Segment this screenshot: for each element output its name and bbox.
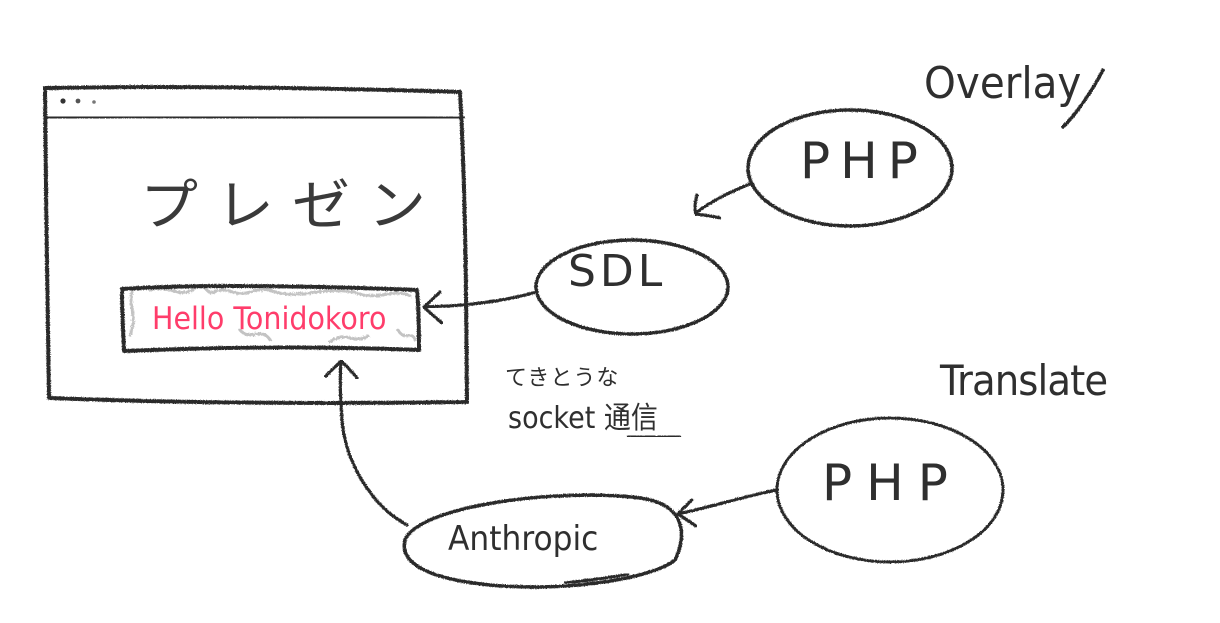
window-dot-icon (92, 100, 96, 104)
overlay-caption: Overlay (924, 58, 1082, 109)
window-dot-icon (75, 98, 81, 104)
php-overlay-node-shape (746, 108, 954, 228)
sdl-node-shape (534, 238, 730, 336)
subtitle-overlay-box (120, 284, 421, 353)
slide-title: プレゼン (140, 173, 445, 238)
anthropic-node-shape (402, 493, 684, 589)
edge-php-overlay-to-sdl (693, 181, 754, 220)
edge-sdl-to-subtitle (422, 290, 539, 325)
php-translate-node-label: PHP (822, 454, 962, 512)
socket-note-line1: てきとうな (505, 366, 620, 391)
presentation-window (43, 85, 469, 405)
subtitle-overlay-text: Hello Tonidokoro (152, 301, 387, 337)
window-control-dots (60, 98, 96, 104)
sdl-node-label: SDL (568, 246, 667, 297)
php-overlay-node-label: PHP (800, 132, 928, 190)
edge-php-translate-to-anthropic (676, 488, 779, 528)
socket-note-line2: socket 通信 (508, 401, 658, 436)
anthropic-node-label: Anthropic (448, 519, 599, 559)
edge-anthropic-to-subtitle (324, 359, 409, 527)
window-dot-icon (60, 98, 66, 104)
translate-caption: Translate (940, 356, 1108, 405)
